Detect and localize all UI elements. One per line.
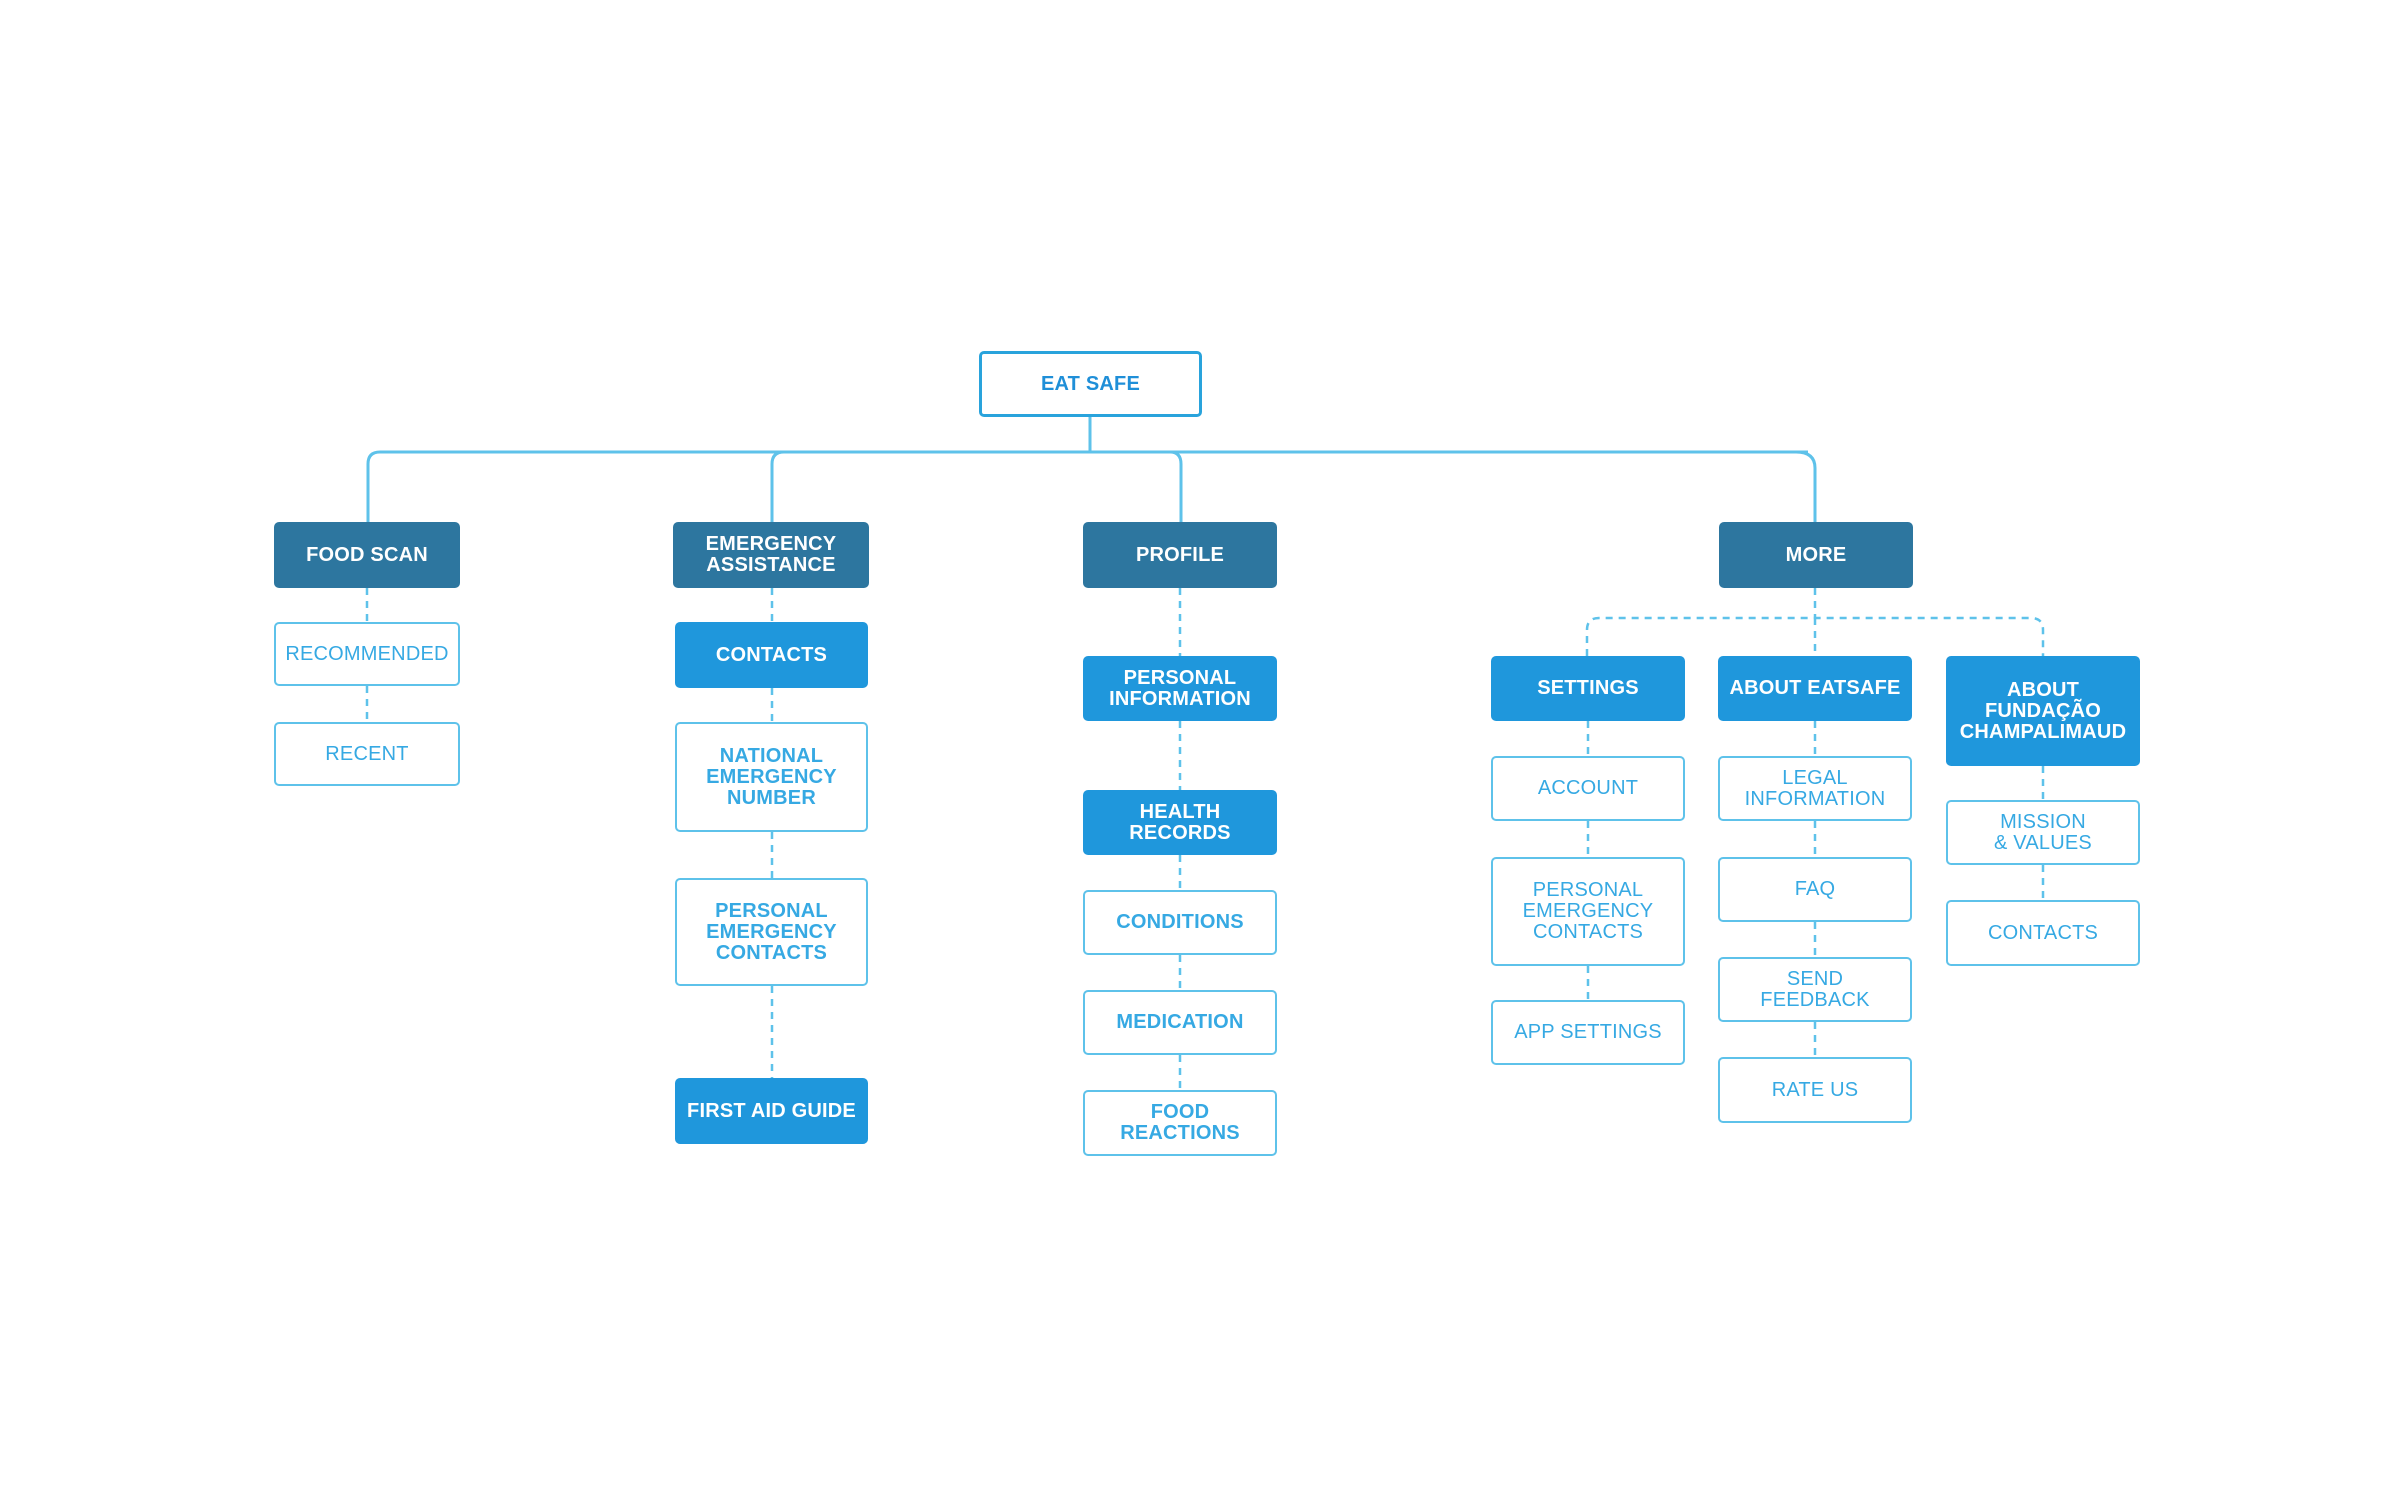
node-health-records[interactable]: HEALTH RECORDS — [1083, 790, 1277, 855]
node-emergency-assistance-label: EMERGENCY ASSISTANCE — [705, 533, 837, 576]
node-food-scan[interactable]: FOOD SCAN — [274, 522, 460, 588]
root-connectors — [366, 417, 1817, 522]
node-recommended[interactable]: RECOMMENDED — [274, 622, 460, 686]
node-legal-information-label: LEGAL INFORMATION — [1744, 766, 1886, 810]
node-faq-label: FAQ — [1794, 878, 1836, 900]
node-food-scan-label: FOOD SCAN — [306, 543, 428, 566]
node-mission-values[interactable]: MISSION & VALUES — [1946, 800, 2140, 865]
node-legal-information[interactable]: LEGAL INFORMATION — [1718, 756, 1912, 821]
node-medication-label: MEDICATION — [1116, 1011, 1244, 1033]
node-more[interactable]: MORE — [1719, 522, 1913, 588]
node-personal-information[interactable]: PERSONAL INFORMATION — [1083, 656, 1277, 721]
node-about-fundacao-champalimaud[interactable]: ABOUT FUNDAÇÃO CHAMPALIMAUD — [1946, 656, 2140, 766]
node-more-label: MORE — [1785, 543, 1847, 566]
node-conditions-label: CONDITIONS — [1116, 911, 1244, 933]
node-fundacao-contacts-label: CONTACTS — [1987, 921, 2099, 944]
node-rate-us-label: RATE US — [1771, 1078, 1859, 1101]
node-settings-label: SETTINGS — [1537, 677, 1639, 699]
node-about-fundacao-champalimaud-label: ABOUT FUNDAÇÃO CHAMPALIMAUD — [1959, 678, 2127, 743]
node-mission-values-label: MISSION & VALUES — [1994, 810, 2092, 854]
node-medication[interactable]: MEDICATION — [1083, 990, 1277, 1055]
node-national-emergency-number[interactable]: NATIONAL EMERGENCY NUMBER — [675, 722, 868, 832]
node-first-aid-guide-label: FIRST AID GUIDE — [687, 1099, 856, 1122]
child-connectors — [365, 588, 2045, 1090]
root-node-label: EAT SAFE — [1040, 372, 1140, 395]
node-fundacao-contacts[interactable]: CONTACTS — [1946, 900, 2140, 966]
node-food-reactions[interactable]: FOOD REACTIONS — [1083, 1090, 1277, 1156]
more-connector — [1585, 588, 2045, 656]
node-about-eatsafe[interactable]: ABOUT EATSAFE — [1718, 656, 1912, 721]
node-food-reactions-label: FOOD REACTIONS — [1120, 1101, 1240, 1144]
node-profile-label: PROFILE — [1135, 543, 1225, 566]
node-national-emergency-number-label: NATIONAL EMERGENCY NUMBER — [706, 744, 837, 809]
profile-branch-line — [1169, 450, 1183, 522]
node-recommended-label: RECOMMENDED — [285, 642, 449, 665]
node-emergency-contacts-label: CONTACTS — [715, 643, 828, 666]
node-personal-information-label: PERSONAL INFORMATION — [1109, 666, 1251, 710]
node-account[interactable]: ACCOUNT — [1491, 756, 1685, 821]
emergency-branch-line — [770, 450, 785, 522]
node-about-eatsafe-label: ABOUT EATSAFE — [1729, 677, 1901, 699]
node-rate-us[interactable]: RATE US — [1718, 1057, 1912, 1123]
node-health-records-label: HEALTH RECORDS — [1129, 800, 1231, 844]
node-app-settings[interactable]: APP SETTINGS — [1491, 1000, 1685, 1065]
node-recent[interactable]: RECENT — [274, 722, 460, 786]
food-scan-branch-line — [366, 450, 381, 522]
node-app-settings-label: APP SETTINGS — [1514, 1021, 1662, 1043]
node-send-feedback-label: SEND FEEDBACK — [1760, 967, 1870, 1011]
node-settings-personal-emergency-contacts[interactable]: PERSONAL EMERGENCY CONTACTS — [1491, 857, 1685, 966]
root-node-eat-safe[interactable]: EAT SAFE — [979, 351, 1202, 417]
node-account-label: ACCOUNT — [1537, 777, 1639, 799]
node-profile[interactable]: PROFILE — [1083, 522, 1277, 588]
node-first-aid-guide[interactable]: FIRST AID GUIDE — [675, 1078, 868, 1144]
node-recent-label: RECENT — [325, 742, 409, 765]
node-faq[interactable]: FAQ — [1718, 857, 1912, 922]
node-settings-personal-emergency-contacts-label: PERSONAL EMERGENCY CONTACTS — [1522, 879, 1654, 943]
node-settings[interactable]: SETTINGS — [1491, 656, 1685, 721]
node-conditions[interactable]: CONDITIONS — [1083, 890, 1277, 955]
node-emergency-assistance[interactable]: EMERGENCY ASSISTANCE — [673, 522, 869, 588]
node-send-feedback[interactable]: SEND FEEDBACK — [1718, 957, 1912, 1022]
node-personal-emergency-contacts[interactable]: PERSONAL EMERGENCY CONTACTS — [675, 878, 868, 986]
node-emergency-contacts[interactable]: CONTACTS — [675, 622, 868, 688]
more-branch-line — [1795, 450, 1817, 522]
node-personal-emergency-contacts-label: PERSONAL EMERGENCY CONTACTS — [706, 899, 837, 964]
